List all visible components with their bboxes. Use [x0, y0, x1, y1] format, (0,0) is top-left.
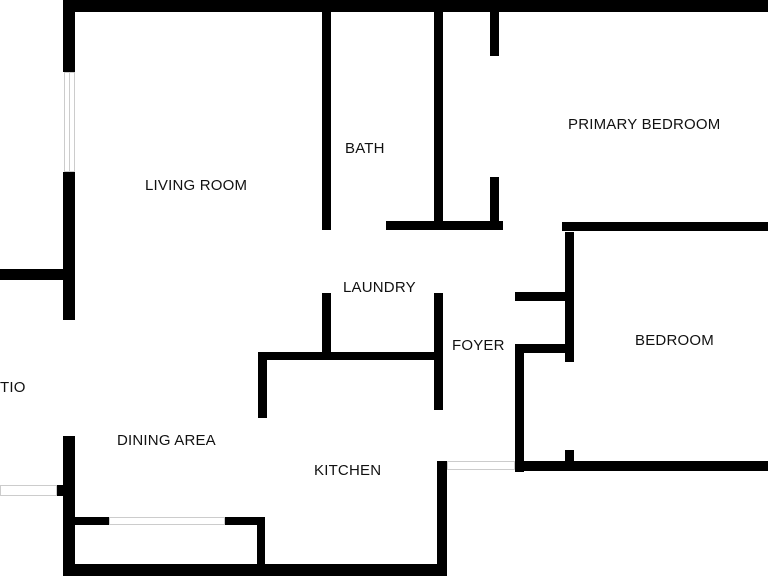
window-living-room	[64, 72, 75, 172]
wall-primary-left-lower	[490, 177, 499, 230]
wall-closet-left	[515, 344, 524, 472]
primary-bedroom-label: PRIMARY BEDROOM	[568, 116, 721, 133]
windows	[0, 72, 515, 525]
wall-closet-top	[515, 292, 573, 301]
wall-bottom	[63, 564, 447, 576]
window-dining	[109, 517, 225, 525]
wall-left-upper	[63, 0, 75, 72]
wall-primary-bottom	[562, 222, 768, 231]
wall-laundry-left	[322, 293, 331, 356]
wall-dining-alcove-right	[225, 517, 265, 525]
wall-dining-alcove-side	[257, 517, 265, 567]
wall-patio-bottom	[57, 485, 75, 496]
door-patio	[0, 485, 57, 496]
living-room-label: LIVING ROOM	[145, 177, 248, 194]
wall-primary-left-upper	[490, 10, 499, 56]
wall-top	[63, 0, 768, 12]
door-foyer	[447, 461, 515, 470]
wall-left-middle	[63, 172, 75, 320]
wall-kitchen-top	[258, 352, 443, 360]
dining-area-label: DINING AREA	[117, 432, 216, 449]
wall-bath-bottom	[386, 221, 503, 230]
wall-patio-top	[0, 269, 75, 280]
patio-label: TIO	[0, 379, 26, 396]
bedroom-label: BEDROOM	[635, 332, 714, 349]
wall-kitchen-right	[437, 461, 447, 576]
bath-label: BATH	[345, 140, 385, 157]
wall-closet-bottom	[515, 344, 573, 353]
laundry-label: LAUNDRY	[343, 279, 416, 296]
wall-laundry-right	[434, 293, 443, 410]
wall-dining-alcove-left	[75, 517, 109, 525]
wall-left-lower	[63, 436, 75, 576]
wall-bath-right	[434, 10, 443, 230]
wall-bedroom-bottom	[515, 461, 768, 471]
wall-bath-left	[322, 10, 331, 230]
foyer-label: FOYER	[452, 337, 505, 354]
wall-kitchen-left	[258, 352, 267, 418]
kitchen-label: KITCHEN	[314, 462, 382, 479]
wall-bedroom-left-lower	[565, 450, 574, 470]
wall-bedroom-left-upper	[565, 232, 574, 362]
